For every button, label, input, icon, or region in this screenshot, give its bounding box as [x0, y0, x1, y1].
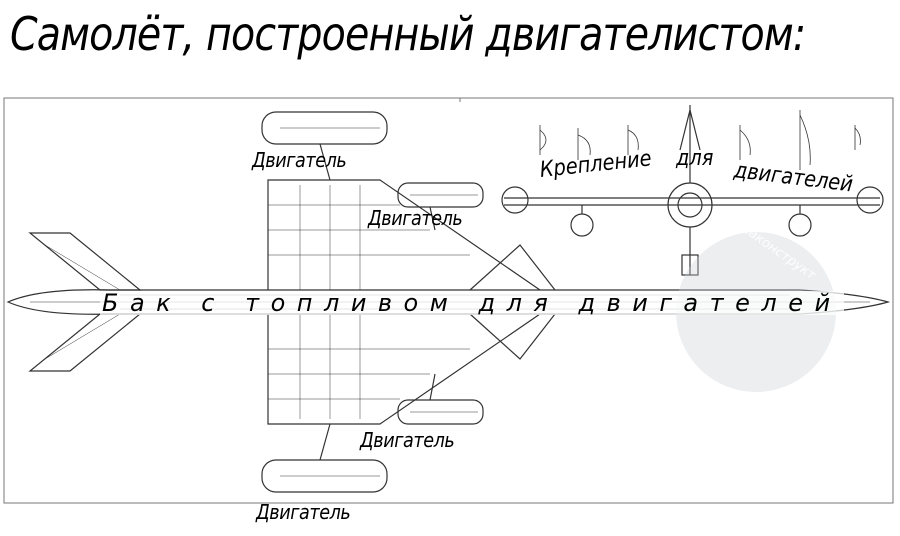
label-fuel-tank: Бак с топливом для двигателей [100, 289, 844, 317]
page-title: Самолёт, построенный двигателистом: [10, 7, 806, 61]
label-engine-top-outer: Двигатель [252, 148, 347, 172]
front-view [501, 105, 884, 276]
label-engine-top-inner: Двигатель [368, 206, 463, 230]
label-engine-bottom-inner: Двигатель [360, 428, 455, 452]
label-engine-bottom-outer: Двигатель [256, 500, 351, 524]
label-mount-word2: для [676, 146, 714, 171]
plan-view [6, 111, 891, 493]
